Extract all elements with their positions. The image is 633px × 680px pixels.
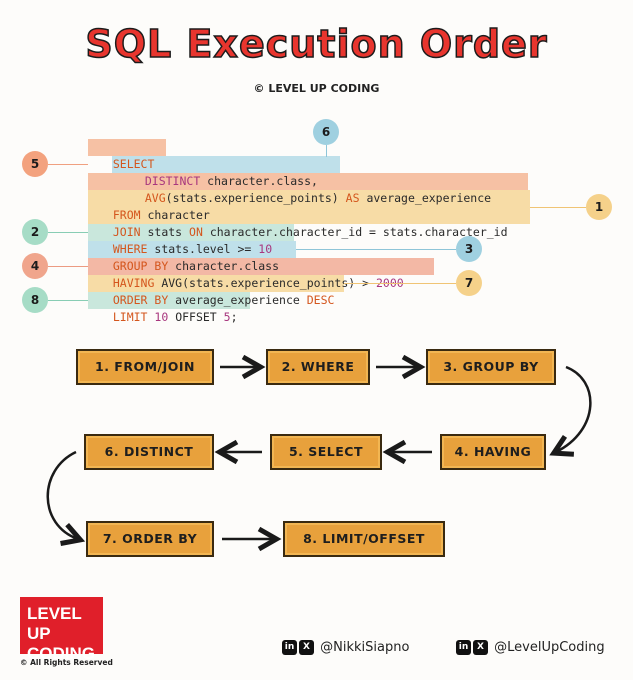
logo-line-1: LEVEL UP <box>27 604 82 643</box>
code-line-from: FROM character <box>88 190 210 222</box>
code-line-join: JOIN stats ON character.character_id = s… <box>88 207 508 239</box>
desc-keyword: DESC <box>306 293 335 307</box>
badge-4: 4 <box>22 253 48 279</box>
step-where: 2. WHERE <box>266 349 370 385</box>
arrow-3-4 <box>556 365 592 452</box>
avg-args: (stats.experience_points) <box>165 191 346 205</box>
join-keyword: JOIN <box>112 225 141 239</box>
code-line-limit: LIMIT 10 OFFSET 5; <box>88 292 238 324</box>
logo-line-2: CODING <box>27 644 95 663</box>
code-line-distinct: DISTINCT character.class, <box>120 156 318 188</box>
avg-highlight <box>88 173 528 190</box>
having-highlight <box>88 258 434 275</box>
semicolon: ; <box>230 310 238 324</box>
step-group-by: 3. GROUP BY <box>426 349 556 385</box>
connector-2 <box>48 232 88 233</box>
connector-5 <box>48 164 88 165</box>
connector-6 <box>326 145 327 157</box>
order-by-highlight <box>88 275 344 292</box>
from-join-highlight <box>88 190 530 224</box>
from-table: character <box>140 208 210 222</box>
step-having: 4. HAVING <box>440 434 546 470</box>
distinct-keyword: DISTINCT <box>144 174 201 188</box>
badge-1: 1 <box>586 194 612 220</box>
avg-alias: average_experience <box>359 191 492 205</box>
linkedin-icon: in <box>456 640 471 655</box>
x-icon: X <box>299 640 314 655</box>
badge-7: 7 <box>456 270 482 296</box>
offset-number: 5 <box>223 310 231 324</box>
code-line-order-by: ORDER BY average_experience DESC <box>88 275 335 307</box>
where-keyword: WHERE <box>112 242 148 256</box>
handle-nikki: @NikkiSiapno <box>320 640 410 655</box>
connector-1 <box>530 207 586 208</box>
join-table: stats <box>140 225 190 239</box>
where-highlight <box>88 224 294 241</box>
code-line-select: SELECT <box>88 139 155 171</box>
distinct-columns: character.class, <box>200 174 318 188</box>
group-by-highlight <box>88 241 296 258</box>
group-by-column: character.class <box>168 259 280 273</box>
distinct-highlight <box>112 156 340 173</box>
order-by-keyword: ORDER BY <box>112 293 169 307</box>
from-keyword: FROM <box>112 208 141 222</box>
connector-4 <box>48 266 88 267</box>
badge-5: 5 <box>22 151 48 177</box>
limit-highlight <box>88 292 250 309</box>
handle-levelupcoding: @LevelUpCoding <box>494 640 605 655</box>
as-keyword: AS <box>345 191 360 205</box>
x-icon: X <box>473 640 488 655</box>
join-condition: character.character_id = stats.character… <box>202 225 508 239</box>
arrow-6-7 <box>46 450 78 539</box>
linkedin-icon: in <box>282 640 297 655</box>
step-from-join: 1. FROM/JOIN <box>76 349 214 385</box>
badge-3: 3 <box>456 236 482 262</box>
badge-6: 6 <box>313 119 339 145</box>
level-up-coding-logo: LEVEL UP CODING <box>20 597 103 663</box>
step-select: 5. SELECT <box>270 434 382 470</box>
select-keyword: SELECT <box>112 157 155 171</box>
code-line-where: WHERE stats.level >= 10 <box>88 224 272 256</box>
step-order-by: 7. ORDER BY <box>86 521 214 557</box>
connector-7 <box>344 283 456 284</box>
code-line-group-by: GROUP BY character.class <box>88 241 279 273</box>
order-by-column: average_experience <box>168 293 307 307</box>
step-distinct: 6. DISTINCT <box>84 434 214 470</box>
offset-keyword: OFFSET <box>168 310 224 324</box>
page-title: SQL Execution Order <box>85 21 548 67</box>
badge-2: 2 <box>22 219 48 245</box>
group-by-keyword: GROUP BY <box>112 259 169 273</box>
avg-keyword: AVG <box>144 191 166 205</box>
step-limit-offset: 8. LIMIT/OFFSET <box>283 521 445 557</box>
where-condition: stats.level >= <box>147 242 259 256</box>
having-keyword: HAVING <box>112 276 155 290</box>
rights-label: © All Rights Reserved <box>20 658 113 667</box>
copyright-label: © LEVEL UP CODING <box>253 82 380 95</box>
connector-8 <box>48 300 88 301</box>
select-highlight <box>88 139 166 156</box>
code-line-avg: AVG(stats.experience_points) AS average_… <box>120 173 491 205</box>
limit-keyword: LIMIT <box>112 310 148 324</box>
connector-3 <box>296 249 456 250</box>
limit-number: 10 <box>147 310 169 324</box>
on-keyword: ON <box>189 225 203 239</box>
where-number: 10 <box>258 242 273 256</box>
badge-8: 8 <box>22 287 48 313</box>
